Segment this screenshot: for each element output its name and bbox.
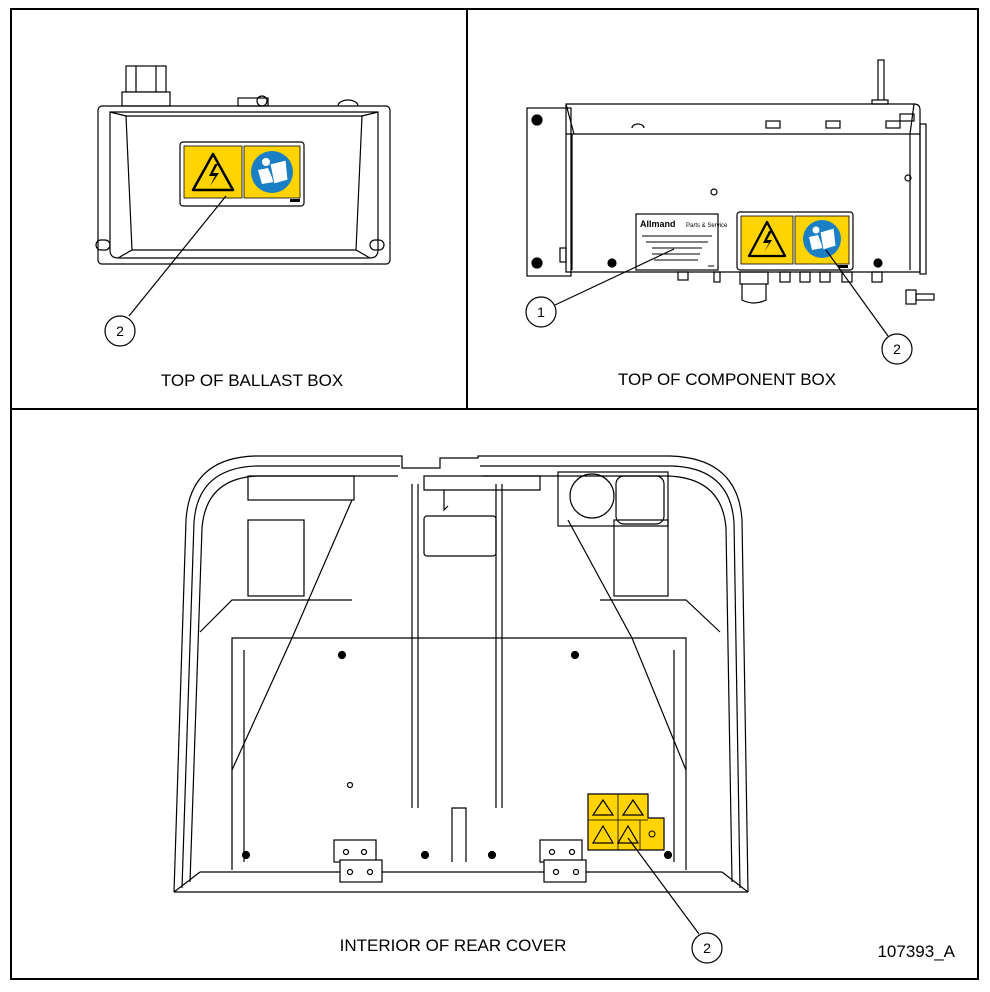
component-box-caption: TOP OF COMPONENT BOX [618,370,836,389]
parts-service-label: Allmand Parts & Service [635,213,728,271]
callout-number: 2 [703,940,711,956]
drawing-number: 107393_A [877,942,955,961]
ballast-safety-decal [179,141,305,207]
panel-frame [10,8,979,980]
electrical-hazard-icon [191,152,235,192]
callout-2-component: 2 [825,249,913,365]
entanglement-hazard-icon [591,824,640,844]
rear-cover-drawing [173,455,749,893]
read-manual-icon [803,220,841,258]
rear-cover-caption: INTERIOR OF REAR COVER [340,936,567,955]
electrical-hazard-icon [747,220,787,258]
crush-hazard-icon [591,798,615,816]
hot-surface-icon [621,798,645,816]
ballast-box-drawing [95,65,391,265]
callout-2-ballast: 2 [104,195,227,347]
callout-1-component: 1 [525,248,675,328]
callout-number: 1 [537,304,545,320]
component-safety-decal [736,211,854,271]
component-box-drawing [526,59,935,305]
read-manual-icon [251,151,293,193]
label-heading: Parts & Service [686,223,728,229]
label-brand: Allmand [640,219,676,229]
ballast-box-caption: TOP OF BALLAST BOX [161,371,343,390]
callout-number: 2 [116,323,124,339]
callout-number: 2 [893,341,901,357]
callout-2-rear-cover: 2 [627,837,723,964]
rear-cover-safety-decal [587,793,665,851]
